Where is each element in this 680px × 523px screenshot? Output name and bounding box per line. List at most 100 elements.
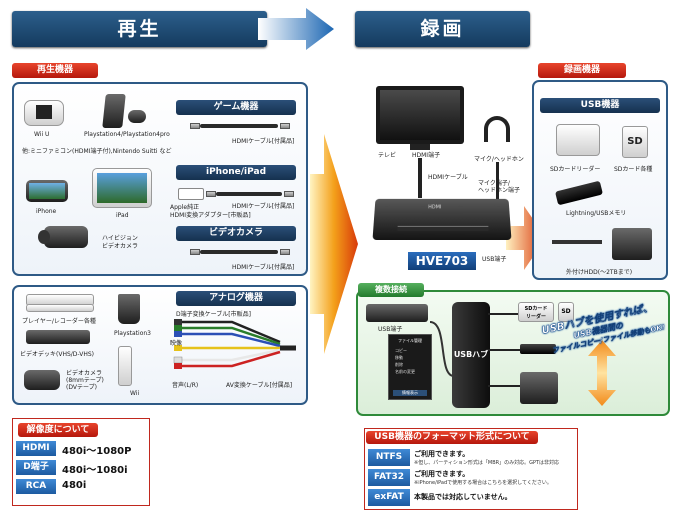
camera-lens-icon — [38, 230, 50, 244]
hd-camera-label: ハイビジョン ビデオカメラ — [102, 235, 139, 250]
file-menu-title: ファイル管理 — [398, 338, 422, 343]
camcorder-label: ビデオカメラ (8mmテープ) (DVテープ) — [66, 370, 104, 391]
video-deck-label: ビデオデッキ(VHS/D-VHS) — [20, 351, 94, 358]
ps3-label: Playstation3 — [114, 330, 151, 337]
game-devices-bar: ゲーム機器 — [176, 100, 296, 115]
headphone-cable — [496, 162, 499, 200]
multi-sd-reader: SDカード リーダー — [518, 302, 554, 322]
fmt-main-fat32: ご利用できます。 — [414, 470, 470, 478]
recorder-label: プレイヤー/レコーダー各種 — [22, 318, 96, 325]
multi-usb-port-label: USB端子 — [378, 326, 403, 333]
res-tag-hdmi: HDMI — [16, 441, 56, 456]
file-menu-screen: ファイル管理 コピー 移動 削除 名前の変更 情報表示 — [388, 334, 432, 400]
hdmi-adapter-icon — [178, 188, 204, 200]
multi-hdd-device — [520, 372, 558, 404]
iphone-label: iPhone — [36, 208, 57, 215]
iphone-device — [26, 180, 68, 202]
audio-label: 音声(L/R) — [172, 382, 199, 389]
hdd-usb-cable — [552, 240, 602, 244]
tv-hdmi-port-label: HDMI端子 — [412, 152, 441, 159]
external-hdd-device — [612, 228, 652, 260]
fmt-tag-ntfs: NTFS — [368, 449, 410, 466]
lightning-label: Lightning/USBメモリ — [566, 210, 627, 217]
sd-card-icon: SD — [622, 126, 648, 158]
wii-console — [118, 346, 132, 386]
file-menu-item: 名前の変更 — [395, 369, 415, 374]
record-hdmi-cable-label: HDMIケーブル — [428, 174, 468, 181]
card-reader-label: SDカードリーダー — [550, 166, 601, 173]
ipad-device — [92, 168, 152, 208]
res-value-rca: 480i — [62, 480, 87, 491]
wiiu-gamepad — [24, 100, 64, 126]
tv-device — [376, 86, 464, 144]
resolution-title: 解像度について — [18, 423, 98, 437]
usb-devices-bar: USB機器 — [540, 98, 660, 113]
sd-card-label: SDカード各種 — [614, 166, 653, 173]
iphone-cable-label: HDMIケーブル[付属品] — [232, 203, 295, 210]
camera-cable-label: HDMIケーブル[付属品] — [232, 264, 295, 271]
ps4-controller-icon — [128, 110, 146, 123]
video-label: 映像 — [170, 340, 183, 347]
d-cable-label: D端子変換ケーブル[市販品] — [176, 311, 251, 318]
usb-hub-device: USBハブ — [452, 302, 490, 408]
file-menu-item: 削除 — [395, 362, 403, 367]
iphone-hdmi-cable — [206, 190, 294, 198]
hve703-device: HDMI — [372, 198, 512, 240]
headphone-label: マイク/ヘッドホン — [474, 156, 524, 163]
other-consoles-label: 他:ミニファミコン(HDMI端子付),Nintendo Suitti など — [22, 148, 172, 155]
camcorder-device — [24, 370, 60, 390]
file-menu-footer: 情報表示 — [393, 390, 427, 396]
game-hdmi-cable — [190, 122, 290, 130]
fmt-sub-ntfs: ※但し、パーティション形式は「MBR」のみ対応。GPTは非対応 — [414, 460, 560, 466]
record-devices-tab: 録画機器 — [538, 63, 626, 78]
headphone-icon — [484, 116, 510, 142]
av-cable-bundle — [173, 319, 296, 369]
fmt-tag-fat32: FAT32 — [368, 469, 410, 486]
hub-cables — [488, 313, 522, 387]
ps4-console — [102, 94, 126, 128]
ps4-label: Playstation4/Playstation4pro — [84, 131, 170, 138]
res-value-hdmi: 480i～1080P — [62, 446, 132, 457]
iphone-ipad-bar: iPhone/iPad — [176, 165, 296, 180]
fmt-sub-fat32: ※iPhone/iPadで使用する場合はこちらを選択してください。 — [414, 480, 552, 486]
play-banner: 再生 — [12, 11, 267, 47]
av-cable-label: AV変換ケーブル[付属品] — [226, 382, 293, 389]
usb-arrow-icon — [506, 206, 546, 270]
fmt-main-exfat: 本製品では対応していません。 — [414, 493, 512, 501]
video-camera-bar: ビデオカメラ — [176, 226, 296, 241]
file-menu-item: 移動 — [395, 355, 403, 360]
flow-arrow-icon — [310, 134, 358, 354]
card-reader-device — [556, 124, 600, 156]
wiiu-label: Wii U — [34, 131, 50, 138]
play-devices-tab: 再生機器 — [12, 63, 98, 78]
apple-adapter-label: Apple純正 HDMI変換アダプター[市販品] — [170, 204, 251, 219]
multi-hve-device — [366, 304, 428, 322]
multi-connect-tab: 複数接続 — [358, 283, 424, 297]
hve703-name: HVE703 — [408, 252, 476, 270]
res-tag-d: D端子 — [16, 460, 56, 475]
camera-hdmi-cable — [190, 248, 290, 256]
fmt-main-ntfs: ご利用できます。 — [414, 450, 470, 458]
multi-usb-memory — [520, 344, 556, 354]
file-menu-item: コピー — [395, 348, 407, 353]
up-down-arrow-icon — [588, 340, 616, 406]
device-brand-label: HDMI — [428, 204, 442, 211]
tv-stand — [410, 144, 430, 150]
res-value-d: 480i～1080i — [62, 465, 128, 476]
external-hdd-label: 外付けHDD(～2TBまで) — [566, 269, 633, 276]
record-banner: 録画 — [355, 11, 530, 47]
hd-camera-device — [44, 226, 88, 248]
analog-devices-bar: アナログ機器 — [176, 291, 296, 306]
multi-sd-icon: SD — [558, 302, 574, 322]
usb-port-label: USB端子 — [482, 256, 507, 263]
game-cable-label: HDMIケーブル[付属品] — [232, 138, 295, 145]
ps3-console — [118, 294, 140, 324]
video-deck-device — [26, 330, 90, 344]
fmt-tag-exfat: exFAT — [368, 489, 410, 506]
record-hdmi-cable — [418, 158, 422, 198]
tv-label: テレビ — [378, 152, 397, 159]
wii-label: Wii — [130, 390, 140, 397]
banner-arrow-icon — [258, 8, 334, 50]
ipad-label: iPad — [116, 212, 129, 219]
mic-port-label: マイク端子/ ヘッドホン端子 — [478, 180, 521, 194]
